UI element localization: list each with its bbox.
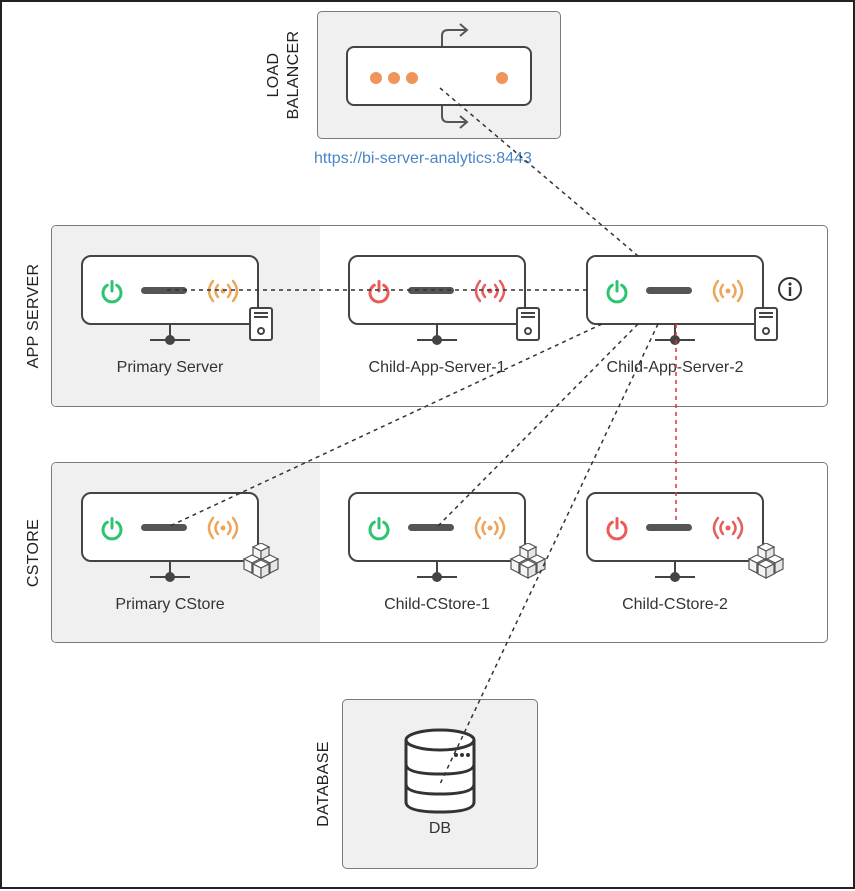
node-label: Child-CStore-2	[622, 596, 728, 613]
server-tower-icon	[248, 306, 274, 347]
power-icon[interactable]	[366, 279, 392, 305]
status-bar	[141, 287, 187, 294]
status-dot	[406, 72, 418, 84]
signal-icon	[207, 279, 239, 303]
node-base-dot	[670, 572, 680, 582]
node-connector	[674, 562, 676, 574]
node-label: Primary CStore	[115, 596, 225, 613]
signal-icon	[474, 279, 506, 303]
node-connector	[436, 562, 438, 574]
power-icon[interactable]	[604, 279, 630, 305]
power-icon[interactable]	[366, 516, 392, 542]
power-icon[interactable]	[604, 516, 630, 542]
node-primary-cstore[interactable]	[81, 492, 259, 562]
server-tower-icon	[753, 306, 779, 347]
node-child-app-server-2[interactable]	[586, 255, 764, 325]
signal-icon	[474, 516, 506, 540]
node-child-cstore-1[interactable]	[348, 492, 526, 562]
node-base-dot	[432, 572, 442, 582]
status-dot	[496, 72, 508, 84]
cstore-label: CSTORE	[25, 518, 42, 588]
node-label: Primary Server	[116, 359, 224, 376]
signal-icon	[712, 279, 744, 303]
node-child-app-server-1[interactable]	[348, 255, 526, 325]
node-connector	[674, 325, 676, 337]
power-icon[interactable]	[99, 516, 125, 542]
status-bar	[408, 524, 454, 531]
status-dot	[370, 72, 382, 84]
node-base-dot	[165, 572, 175, 582]
signal-icon	[712, 516, 744, 540]
info-icon[interactable]	[777, 276, 803, 302]
database-icon[interactable]	[402, 726, 482, 816]
cubes-icon	[242, 542, 280, 584]
node-primary-server[interactable]	[81, 255, 259, 325]
node-connector	[169, 562, 171, 574]
cubes-icon	[747, 542, 785, 584]
app-server-label: APP SERVER	[25, 263, 42, 369]
node-child-cstore-2[interactable]	[586, 492, 764, 562]
node-base-dot	[670, 335, 680, 345]
database-label: DATABASE	[315, 741, 332, 827]
status-bar	[646, 524, 692, 531]
node-label: Child-App-Server-2	[606, 359, 744, 376]
node-label: DB	[428, 820, 452, 837]
node-base-dot	[432, 335, 442, 345]
node-label: Child-App-Server-1	[368, 359, 506, 376]
status-bar	[408, 287, 454, 294]
node-label: Child-CStore-1	[384, 596, 490, 613]
load-balancer-node[interactable]	[346, 46, 532, 106]
arrow-up-right-icon	[441, 23, 469, 46]
status-bar	[646, 287, 692, 294]
status-bar	[141, 524, 187, 531]
power-icon[interactable]	[99, 279, 125, 305]
arrow-down-right-icon	[441, 106, 469, 129]
node-base-dot	[165, 335, 175, 345]
server-tower-icon	[515, 306, 541, 347]
status-dot	[388, 72, 400, 84]
signal-icon	[207, 516, 239, 540]
load-balancer-url[interactable]: https://bi-server-analytics:8443	[314, 150, 532, 167]
cubes-icon	[509, 542, 547, 584]
